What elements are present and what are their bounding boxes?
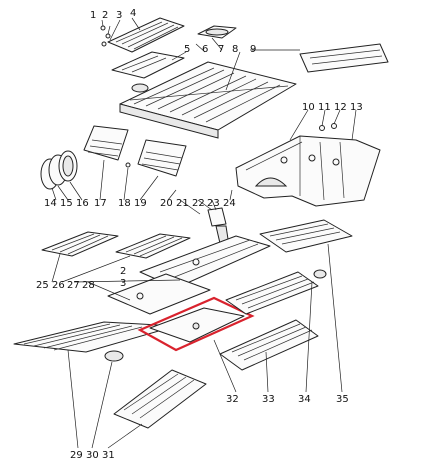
part-7-grille xyxy=(197,25,237,39)
callout-18: 18 xyxy=(118,198,131,209)
part-6-knob xyxy=(131,83,149,93)
part-screws xyxy=(100,25,111,47)
highlight-box-part-32 xyxy=(137,296,255,352)
part-28-plate xyxy=(107,273,211,315)
part-9-bar xyxy=(299,43,389,73)
callout-2: 2 xyxy=(102,10,108,21)
callout-13: 13 xyxy=(350,102,363,113)
callout-16: 16 xyxy=(76,198,89,209)
part-5-tray xyxy=(111,51,185,79)
callout-3: 3 xyxy=(116,10,122,21)
callout-3-lower: 3 xyxy=(120,278,126,289)
callout-31: 31 xyxy=(102,450,115,461)
callout-35: 35 xyxy=(336,394,349,405)
callout-25: 25 xyxy=(36,280,49,291)
callout-24: 24 xyxy=(223,198,236,209)
part-14-16-seals xyxy=(40,150,78,190)
part-17-side-panel xyxy=(83,125,129,161)
callout-4: 4 xyxy=(130,8,136,19)
leader-lines xyxy=(51,17,357,449)
callout-19: 19 xyxy=(134,198,147,209)
callout-30: 30 xyxy=(86,450,99,461)
callout-9: 9 xyxy=(250,44,256,55)
callout-labels: 1 2 3 4 5 6 7 8 9 10 11 12 13 14 15 16 1… xyxy=(36,8,363,461)
callout-2-lower: 2 xyxy=(120,266,126,277)
part-13-bulkhead xyxy=(235,135,381,207)
callout-21: 21 xyxy=(176,198,189,209)
callout-23: 23 xyxy=(207,198,220,209)
part-18-pin xyxy=(125,162,131,168)
callout-20: 20 xyxy=(160,198,173,209)
part-19-side-panel xyxy=(137,139,187,177)
callout-7: 7 xyxy=(218,44,224,55)
callout-22: 22 xyxy=(192,198,205,209)
callout-33: 33 xyxy=(262,394,275,405)
part-4-console-cover xyxy=(107,17,185,53)
callout-10: 10 xyxy=(302,102,315,113)
callout-28: 28 xyxy=(82,280,95,291)
callout-8: 8 xyxy=(232,44,238,55)
callout-27: 27 xyxy=(67,280,80,291)
callout-12: 12 xyxy=(334,102,347,113)
callout-34: 34 xyxy=(298,394,311,405)
callout-14: 14 xyxy=(44,198,57,209)
callout-11: 11 xyxy=(318,102,331,113)
part-30-grommet xyxy=(104,350,124,362)
callout-17: 17 xyxy=(94,198,107,209)
part-34-mat xyxy=(225,271,319,315)
part-34-plug xyxy=(313,269,327,279)
callout-29: 29 xyxy=(70,450,83,461)
callout-32: 32 xyxy=(226,394,239,405)
callout-1: 1 xyxy=(90,10,96,21)
callout-26: 26 xyxy=(52,280,65,291)
part-25-mat xyxy=(41,231,119,257)
part-31-mat xyxy=(113,369,207,429)
callout-6: 6 xyxy=(202,44,208,55)
callout-15: 15 xyxy=(60,198,73,209)
part-32-floor-plate xyxy=(149,307,245,343)
part-35-sill xyxy=(259,219,353,253)
part-8-rear-floor xyxy=(119,61,297,139)
part-26-mat xyxy=(115,233,191,259)
part-33-mat xyxy=(219,319,319,371)
callout-5: 5 xyxy=(184,44,190,55)
